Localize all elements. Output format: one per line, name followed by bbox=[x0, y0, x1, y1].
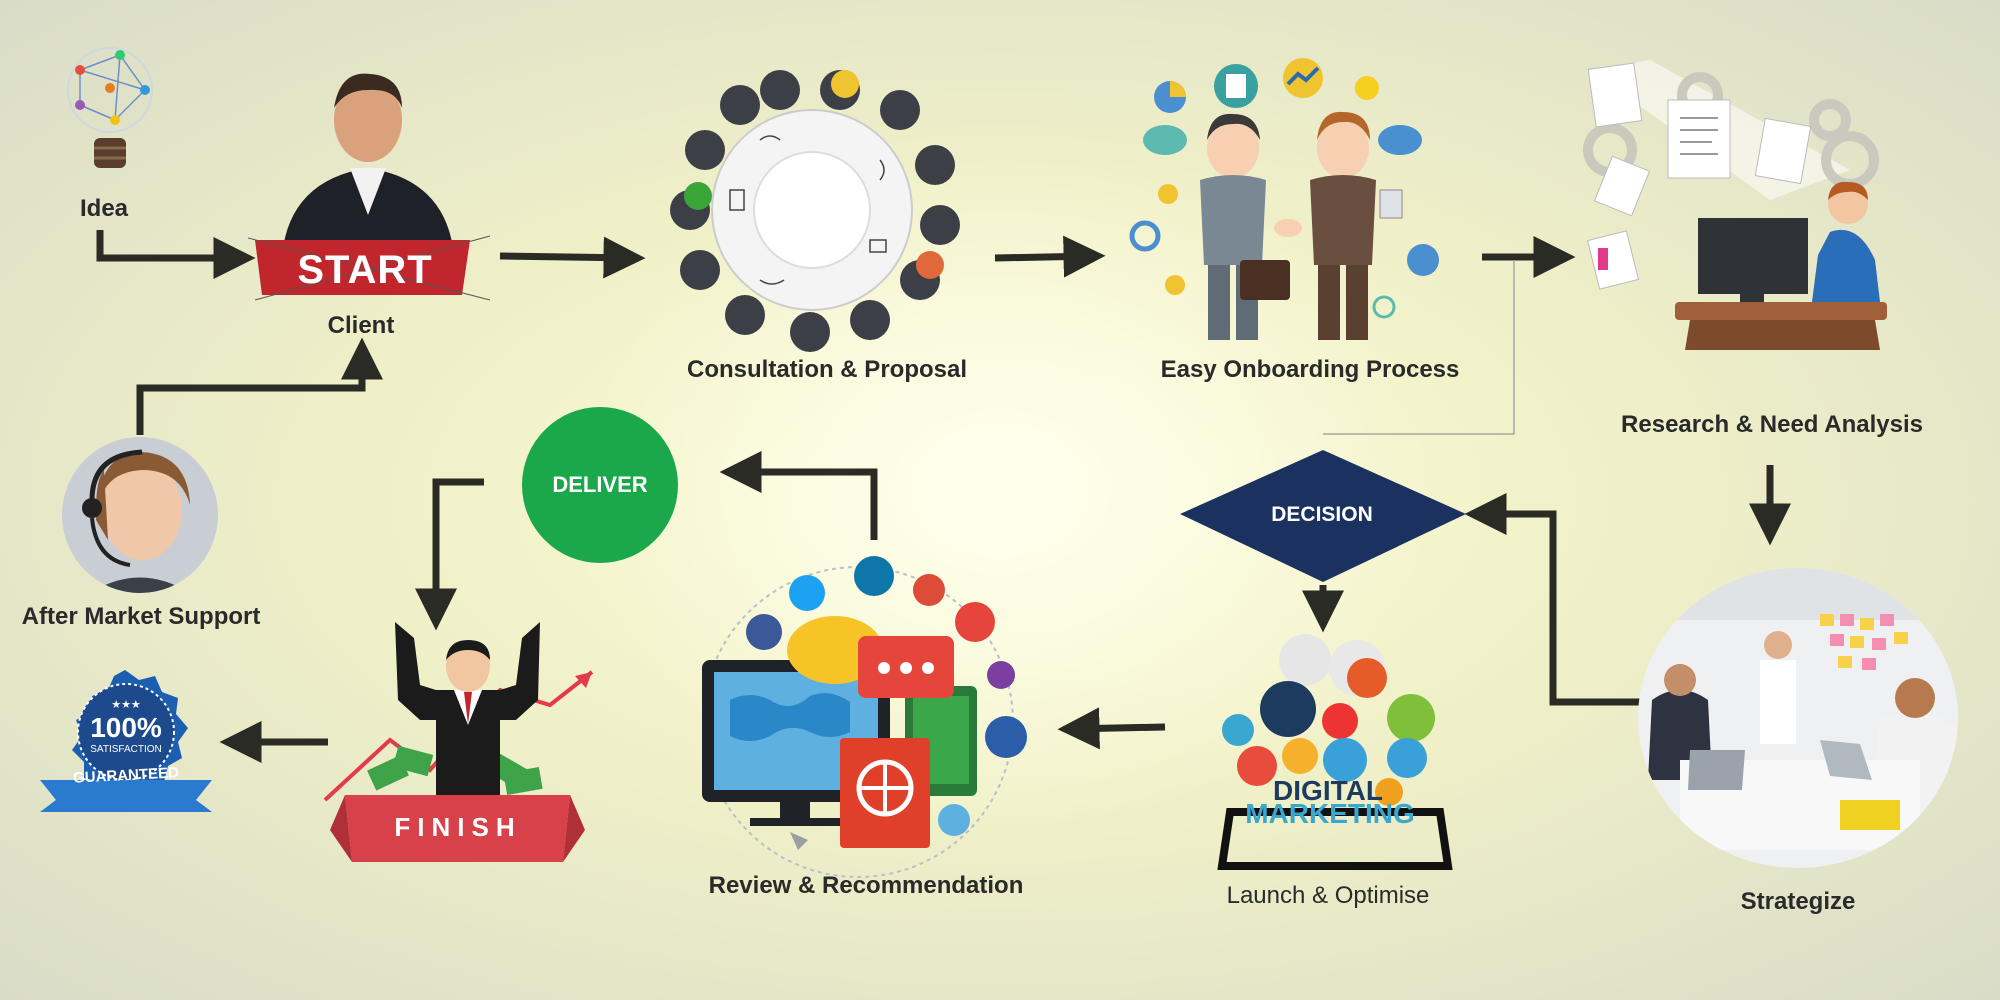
arrow-client-to-consultation bbox=[499, 236, 646, 279]
thin-connector-onboarding-decision bbox=[1323, 260, 1515, 435]
badge-satisfaction-text: SATISFACTION bbox=[90, 744, 162, 755]
round-table-meeting-icon bbox=[670, 70, 960, 352]
idea-bulb-icon bbox=[67, 47, 153, 168]
digital-marketing-icon bbox=[1217, 634, 1453, 870]
handshake-onboarding-icon bbox=[1129, 58, 1439, 340]
label-strategize: Strategize bbox=[1740, 888, 1856, 915]
arrow-idea-to-client bbox=[96, 230, 256, 279]
arrow-deliver-to-finish bbox=[415, 478, 484, 631]
label-onboarding: Easy Onboarding Process bbox=[1160, 356, 1460, 383]
arrow-support-to-client bbox=[136, 337, 383, 435]
label-after-market-support: After Market Support bbox=[21, 603, 261, 630]
decision-text: DECISION bbox=[1271, 503, 1373, 526]
start-banner-text: START bbox=[297, 248, 433, 292]
satisfaction-badge-icon bbox=[40, 670, 212, 812]
research-analyst-icon bbox=[1583, 60, 1887, 350]
connectors bbox=[96, 230, 1791, 763]
arrow-strategize-to-decision bbox=[1464, 493, 1640, 706]
deliver-circle bbox=[522, 407, 678, 563]
support-agent-photo bbox=[62, 437, 218, 593]
marketing-text: MARKETING bbox=[1245, 798, 1415, 829]
arrow-review-to-deliver bbox=[719, 451, 878, 540]
label-review: Review & Recommendation bbox=[708, 872, 1024, 899]
client-person-icon bbox=[282, 73, 454, 255]
finish-banner-text: FINISH bbox=[394, 812, 522, 842]
strategize-team-photo bbox=[1638, 568, 1958, 868]
digital-text: DIGITAL bbox=[1273, 775, 1383, 806]
deliver-text: DELIVER bbox=[552, 472, 648, 497]
start-banner bbox=[247, 235, 491, 301]
label-idea: Idea bbox=[79, 195, 129, 222]
arrow-launch-to-review bbox=[1057, 707, 1166, 750]
label-client: Client bbox=[327, 312, 395, 339]
label-launch: Launch & Optimise bbox=[1226, 882, 1430, 909]
arrow-consultation-to-onboarding bbox=[994, 235, 1106, 278]
finish-celebration-icon bbox=[323, 622, 594, 862]
badge-percent-text: 100% bbox=[90, 712, 162, 743]
review-devices-icon bbox=[702, 556, 1027, 878]
decision-diamond bbox=[1180, 450, 1466, 582]
label-research: Research & Need Analysis bbox=[1621, 411, 1923, 438]
badge-stars-text: ★★★ bbox=[111, 699, 141, 711]
label-consultation: Consultation & Proposal bbox=[686, 356, 968, 383]
